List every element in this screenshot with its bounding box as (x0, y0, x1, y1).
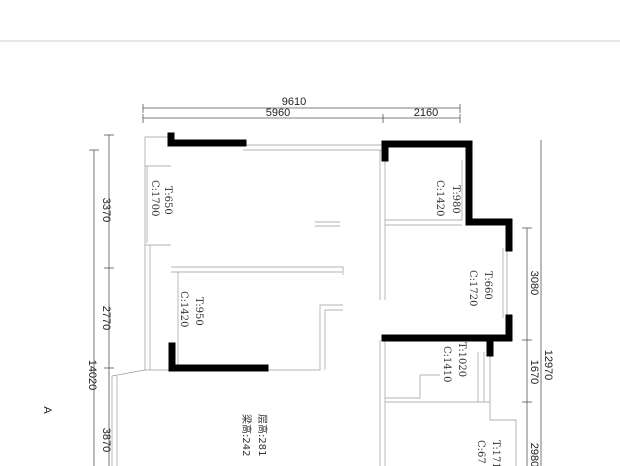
window-2-c: C:1420 (434, 180, 445, 216)
window-3-t: T:950 (193, 297, 204, 326)
dim-left-upper: 3370 (100, 198, 112, 222)
window-label-1: T:650 C:1700 (149, 180, 173, 216)
window-label-6: T:171 C:67 (475, 440, 501, 466)
dim-left-lower: 3870 (100, 428, 112, 452)
dim-right-upper: 3080 (528, 271, 540, 295)
window-2-t: T:980 (450, 185, 461, 214)
dim-left-total: 14020 (86, 360, 98, 391)
window-1-t: T:650 (162, 186, 173, 215)
window-6-c: C:67 (475, 440, 486, 464)
window-3-c: C:1420 (178, 291, 189, 327)
floor-height-note: 层高:281 (256, 414, 269, 456)
dim-right-lower: 2980 (528, 443, 540, 466)
right-dimension-lines (522, 140, 542, 466)
window-4-t: T:660 (482, 271, 493, 300)
window-label-3: T:950 C:1420 (178, 291, 204, 327)
dim-right-total: 12970 (542, 350, 554, 381)
dim-left-width: 5960 (266, 107, 290, 119)
window-4-c: C:1720 (467, 270, 478, 306)
window-1-c: C:1700 (149, 180, 160, 216)
dim-left-middle: 2770 (100, 306, 112, 330)
window-6-t: T:171 (490, 440, 501, 466)
left-dimension-lines (89, 134, 114, 466)
window-label-4: T:660 C:1720 (467, 270, 493, 306)
dim-right-middle: 1670 (528, 360, 540, 384)
window-5-c: C:1410 (441, 346, 452, 382)
window-label-2: T:980 C:1420 (434, 180, 461, 216)
window-label-5: T:1020 C:1410 (441, 342, 467, 382)
top-dimension-lines (142, 104, 461, 123)
axis-marker: A (41, 406, 53, 414)
beam-height-note: 梁高:242 (240, 414, 253, 456)
dim-right-width: 2160 (414, 107, 438, 119)
structural-walls (167, 132, 513, 372)
thin-wall-outlines (111, 136, 517, 466)
dim-overall-width: 9610 (282, 96, 306, 108)
window-5-t: T:1020 (456, 342, 467, 377)
